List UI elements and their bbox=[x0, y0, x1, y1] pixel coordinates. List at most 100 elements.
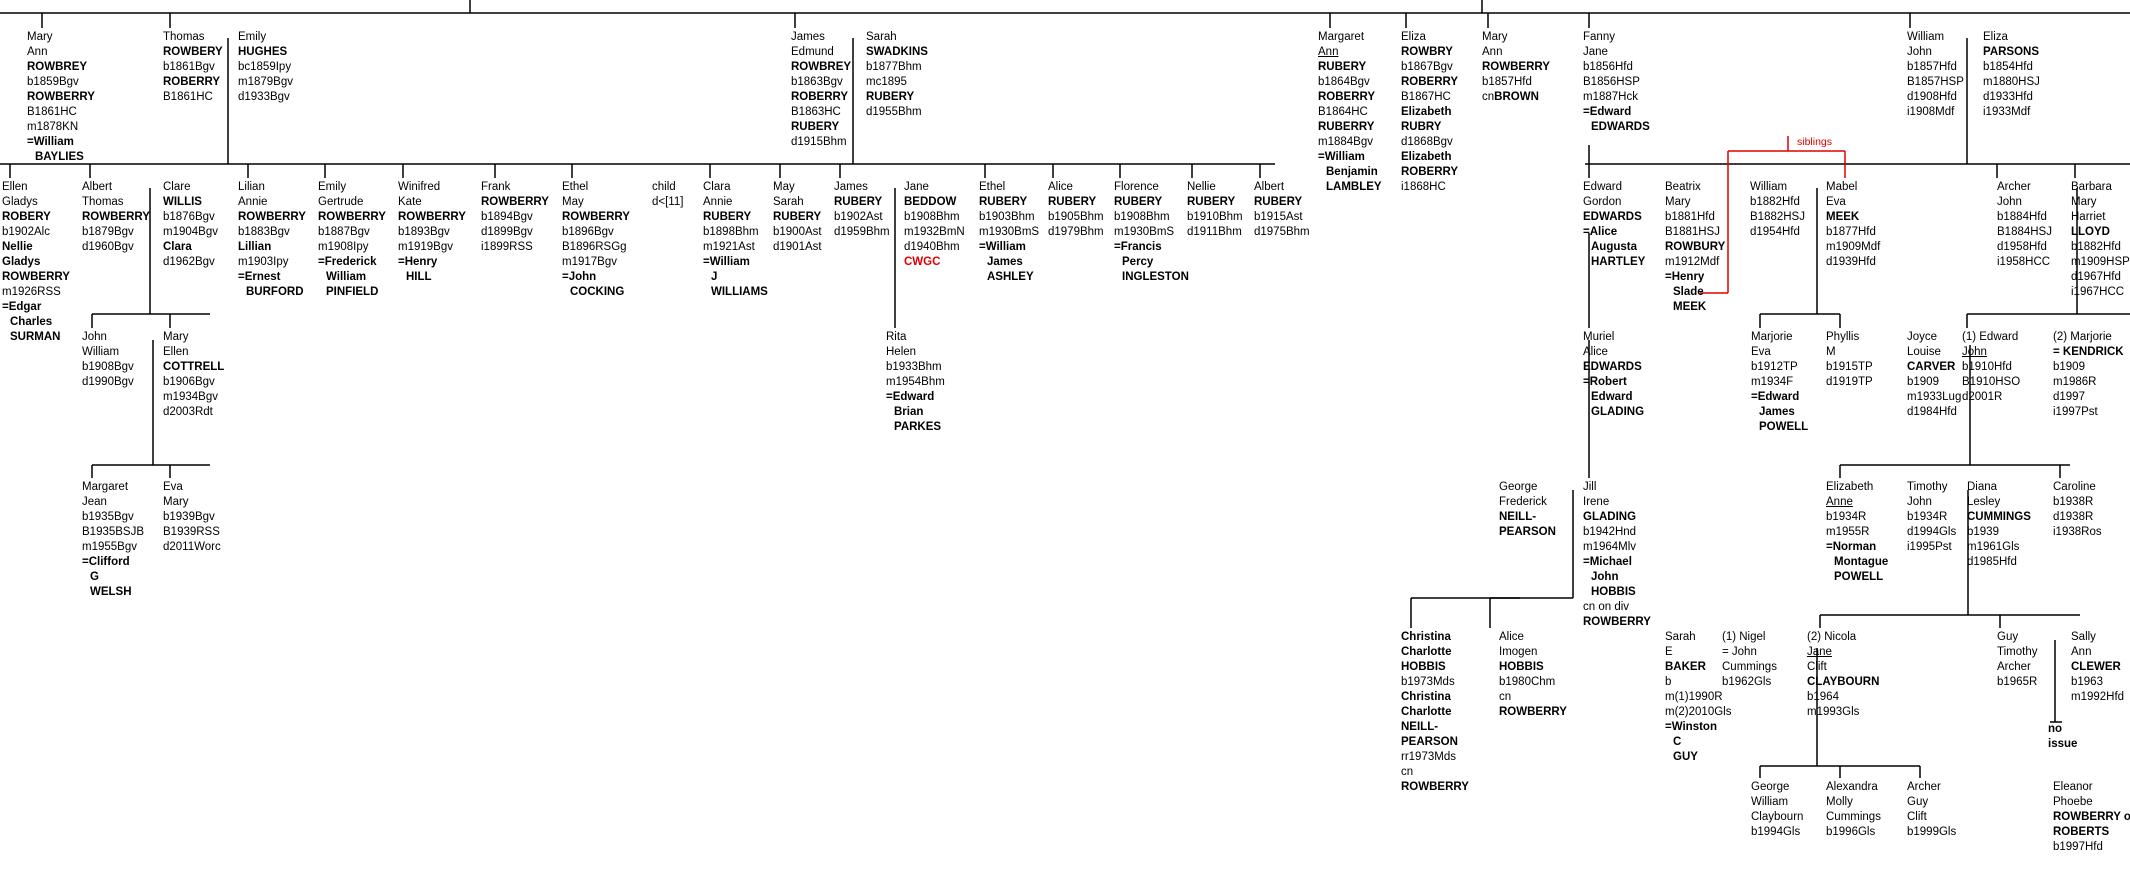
person-line: b1859Bgv bbox=[27, 76, 79, 88]
person-line: cn bbox=[1401, 766, 1414, 778]
person-line: RUBERY bbox=[1114, 196, 1163, 208]
person-line: Kate bbox=[398, 196, 422, 208]
person-line: Frank bbox=[481, 181, 511, 193]
person-line: cn bbox=[1499, 691, 1512, 703]
person-line: i1868HC bbox=[1401, 181, 1446, 193]
person-line: b1857Hfd bbox=[1907, 61, 1957, 73]
person-line: m1879Bgv bbox=[238, 76, 293, 88]
person-line: ROBERY bbox=[2, 211, 51, 223]
person-line: LAMBLEY bbox=[1326, 181, 1382, 193]
person-line: d1899Bgv bbox=[481, 226, 533, 238]
person-line: b1912TP bbox=[1751, 361, 1798, 373]
person-line: Lillian bbox=[238, 241, 272, 253]
person-line: Claybourn bbox=[1751, 811, 1804, 823]
person-line: b1879Bgv bbox=[82, 226, 134, 238]
person-line: Clift bbox=[1807, 661, 1827, 673]
person-line: Mary bbox=[1665, 196, 1691, 208]
person-line: m1955R bbox=[1826, 526, 1870, 538]
person-line: b1906Bgv bbox=[163, 376, 215, 388]
person-line: d1979Bhm bbox=[1048, 226, 1104, 238]
person-line: b1882Hfd bbox=[1750, 196, 1800, 208]
person-line: HARTLEY bbox=[1591, 256, 1646, 268]
person-line: Louise bbox=[1907, 346, 1941, 358]
person-line: d1994Gls bbox=[1907, 526, 1957, 538]
person-line: Charles bbox=[10, 316, 53, 328]
person-line: ROWBERRY bbox=[1482, 61, 1550, 73]
person-line: b1856Hfd bbox=[1583, 61, 1633, 73]
person-line: J bbox=[711, 271, 718, 283]
person-line: Guy bbox=[1997, 631, 2019, 643]
person-line: Ann bbox=[27, 46, 48, 58]
person-line: i1908Mdf bbox=[1907, 106, 1955, 118]
person-line: John bbox=[1907, 46, 1932, 58]
person-line: b1902Alc bbox=[2, 226, 50, 238]
person-line: B1856HSP bbox=[1583, 76, 1640, 88]
person-line: COCKING bbox=[570, 286, 625, 298]
person-line: b1882Hfd bbox=[2071, 241, 2121, 253]
person-line: rr1973Mds bbox=[1401, 751, 1456, 763]
person-line: Albert bbox=[82, 181, 113, 193]
person-line: Alexandra bbox=[1826, 781, 1878, 793]
person-line: b1939Bgv bbox=[163, 511, 215, 523]
person-line: d1954Hfd bbox=[1750, 226, 1800, 238]
person-line: B1881HSJ bbox=[1665, 226, 1720, 238]
person-line: b1963 bbox=[2071, 676, 2103, 688]
person-line: PEARSON bbox=[1401, 736, 1458, 748]
person-line: m1992Hfd bbox=[2071, 691, 2125, 703]
person-line: b1857Hfd bbox=[1482, 76, 1532, 88]
person-line: m1878KN bbox=[27, 121, 79, 133]
person-line: B1910HSO bbox=[1962, 376, 2021, 388]
person-line: William bbox=[82, 346, 120, 358]
person-line: Eliza bbox=[1401, 31, 1426, 43]
person-line: BAKER bbox=[1665, 661, 1706, 673]
person-line: Guy bbox=[1907, 796, 1929, 808]
person-line: Ann bbox=[2071, 646, 2092, 658]
person-line: WILLIS bbox=[163, 196, 202, 208]
person-line: d1997 bbox=[2053, 391, 2085, 403]
person-line: POWELL bbox=[1759, 421, 1809, 433]
person-line: b1908Bgv bbox=[82, 361, 134, 373]
person-line: Elizabeth bbox=[1401, 106, 1452, 118]
person-line: Marjorie bbox=[1751, 331, 1793, 343]
person-line: d1959Bhm bbox=[834, 226, 890, 238]
person-line: HOBBIS bbox=[1591, 586, 1636, 598]
person-line: ROBERTS bbox=[2053, 826, 2110, 838]
person-line: m1934F bbox=[1751, 376, 1794, 388]
person-line: d1940Bhm bbox=[904, 241, 960, 253]
person-line: SWADKINS bbox=[866, 46, 928, 58]
person-line: EDWARDS bbox=[1583, 361, 1642, 373]
person-line: i1938Ros bbox=[2053, 526, 2102, 538]
person-line: Sally bbox=[2071, 631, 2096, 643]
person-line: BURFORD bbox=[246, 286, 304, 298]
person-line: b1863Bgv bbox=[791, 76, 843, 88]
person-line: b1908Bhm bbox=[904, 211, 960, 223]
person-line: cn on div bbox=[1583, 601, 1630, 613]
person-line: B1864HC bbox=[1318, 106, 1368, 118]
person-line: RUBERY bbox=[866, 91, 915, 103]
person-line: BAYLIES bbox=[35, 151, 84, 163]
person-line: b1973Mds bbox=[1401, 676, 1455, 688]
person-line: b1994Gls bbox=[1751, 826, 1801, 838]
person-line: John bbox=[1591, 571, 1619, 583]
person-line: =Robert bbox=[1583, 376, 1627, 388]
person-line: ROWBERRY bbox=[562, 211, 630, 223]
person-line: ROBERRY bbox=[1318, 91, 1376, 103]
person-line: Phoebe bbox=[2053, 796, 2093, 808]
person-line: ROWBERRY bbox=[318, 211, 386, 223]
person-line: Archer bbox=[1997, 661, 2031, 673]
